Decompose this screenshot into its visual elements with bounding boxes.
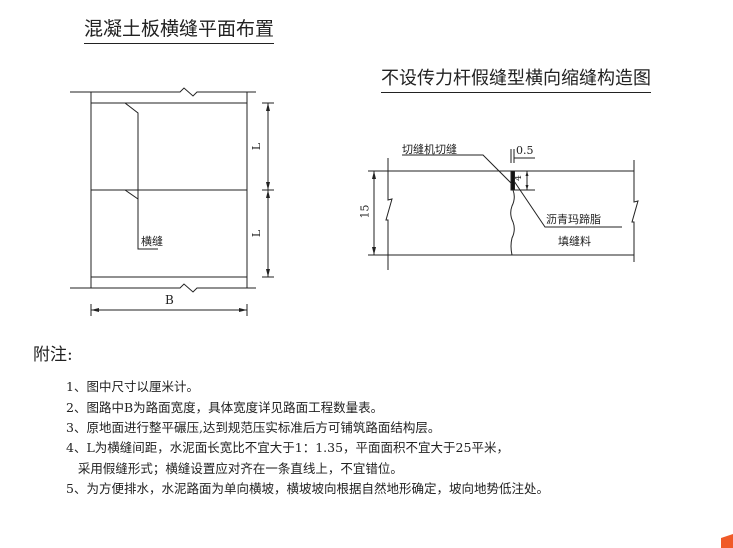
crack-line xyxy=(510,189,515,256)
dim-arrows xyxy=(525,171,529,190)
saw-cut-leader xyxy=(402,154,513,185)
joint-label: 横缝 xyxy=(141,235,163,248)
dim-b-label: B xyxy=(165,293,174,307)
plan-title: 混凝土板横缝平面布置 xyxy=(84,14,275,44)
notes-heading: 附注: xyxy=(33,345,73,365)
note-item: 5、为方便排水，水泥路面为单向横坡，横坡坡向根据自然地形确定，坡向地势低注处。 xyxy=(66,481,549,496)
plan-view xyxy=(70,87,274,316)
dim-arrows xyxy=(266,103,270,277)
filler-leader xyxy=(513,180,622,228)
joint-leader xyxy=(124,102,158,250)
joint-leader-branch xyxy=(124,189,139,200)
sealant-filled-cut xyxy=(510,170,515,191)
filler-label-2: 填缝料 xyxy=(558,235,591,248)
dim-l2-label: L xyxy=(250,229,264,238)
section-title: 不设传力杆假缝型横向缩缝构造图 xyxy=(381,64,651,93)
depth-dim-label: 4 xyxy=(513,175,524,181)
dim-l1-label: L xyxy=(250,142,264,151)
note-item: 3、原地面进行整平碾压,达到规范压实标准后方可铺筑路面结构层。 xyxy=(66,420,441,435)
filler-label-1: 沥青玛蹄脂 xyxy=(546,213,601,226)
top-road-edge xyxy=(70,87,256,97)
bottom-road-edge xyxy=(70,283,256,293)
note-item: 2、图路中B为路面宽度，具体宽度详见路面工程数量表。 xyxy=(66,400,384,415)
note-item: 采用假缝形式；横缝设置应对齐在一条直线上，不宜错位。 xyxy=(66,461,403,476)
left-break-edge xyxy=(385,158,393,270)
thickness-dim-label: 15 xyxy=(358,204,372,219)
saw-cut-label: 切缝机切缝 xyxy=(402,143,457,156)
width-dim-label: 0.5 xyxy=(516,144,534,157)
logo-mark xyxy=(721,534,733,548)
note-item: 1、图中尺寸以厘米计。 xyxy=(66,379,199,394)
right-break-edge xyxy=(631,160,639,262)
note-item: 4、L为横缝间距，水泥面长宽比不宜大于1：1.35，平面面积不宜大于25平米， xyxy=(66,440,509,455)
section-view xyxy=(368,149,639,270)
